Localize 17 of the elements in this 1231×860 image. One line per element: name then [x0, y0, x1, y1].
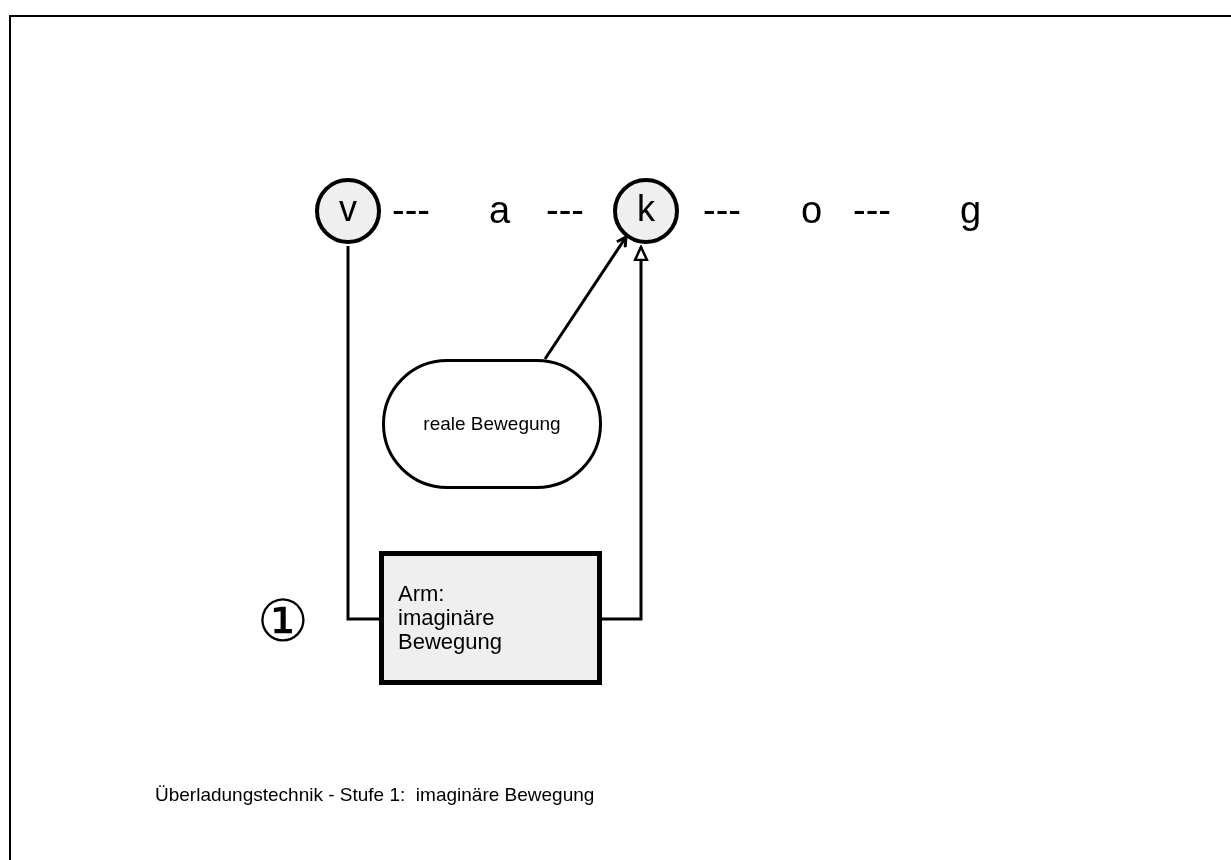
node-letter: v — [339, 188, 357, 230]
node-label: reale Bewegung — [423, 413, 561, 435]
letter-label: o — [801, 190, 823, 230]
letter-label: g — [960, 190, 982, 230]
process-box — [379, 551, 602, 685]
callout-number: ① — [257, 590, 309, 652]
dashes: --- — [703, 190, 741, 230]
dashes: --- — [853, 190, 891, 230]
connector-line — [346, 246, 379, 621]
dashes: --- — [546, 190, 584, 230]
letter-label: a — [489, 190, 511, 230]
node-label: Arm: imaginäre Bewegung — [398, 582, 503, 654]
dashes: --- — [392, 190, 430, 230]
arrow — [602, 245, 649, 621]
node-letter: k — [637, 188, 655, 230]
caption: Überladungstechnik - Stufe 1: imaginäre Bewegung — [155, 784, 595, 806]
arrow — [543, 235, 628, 360]
